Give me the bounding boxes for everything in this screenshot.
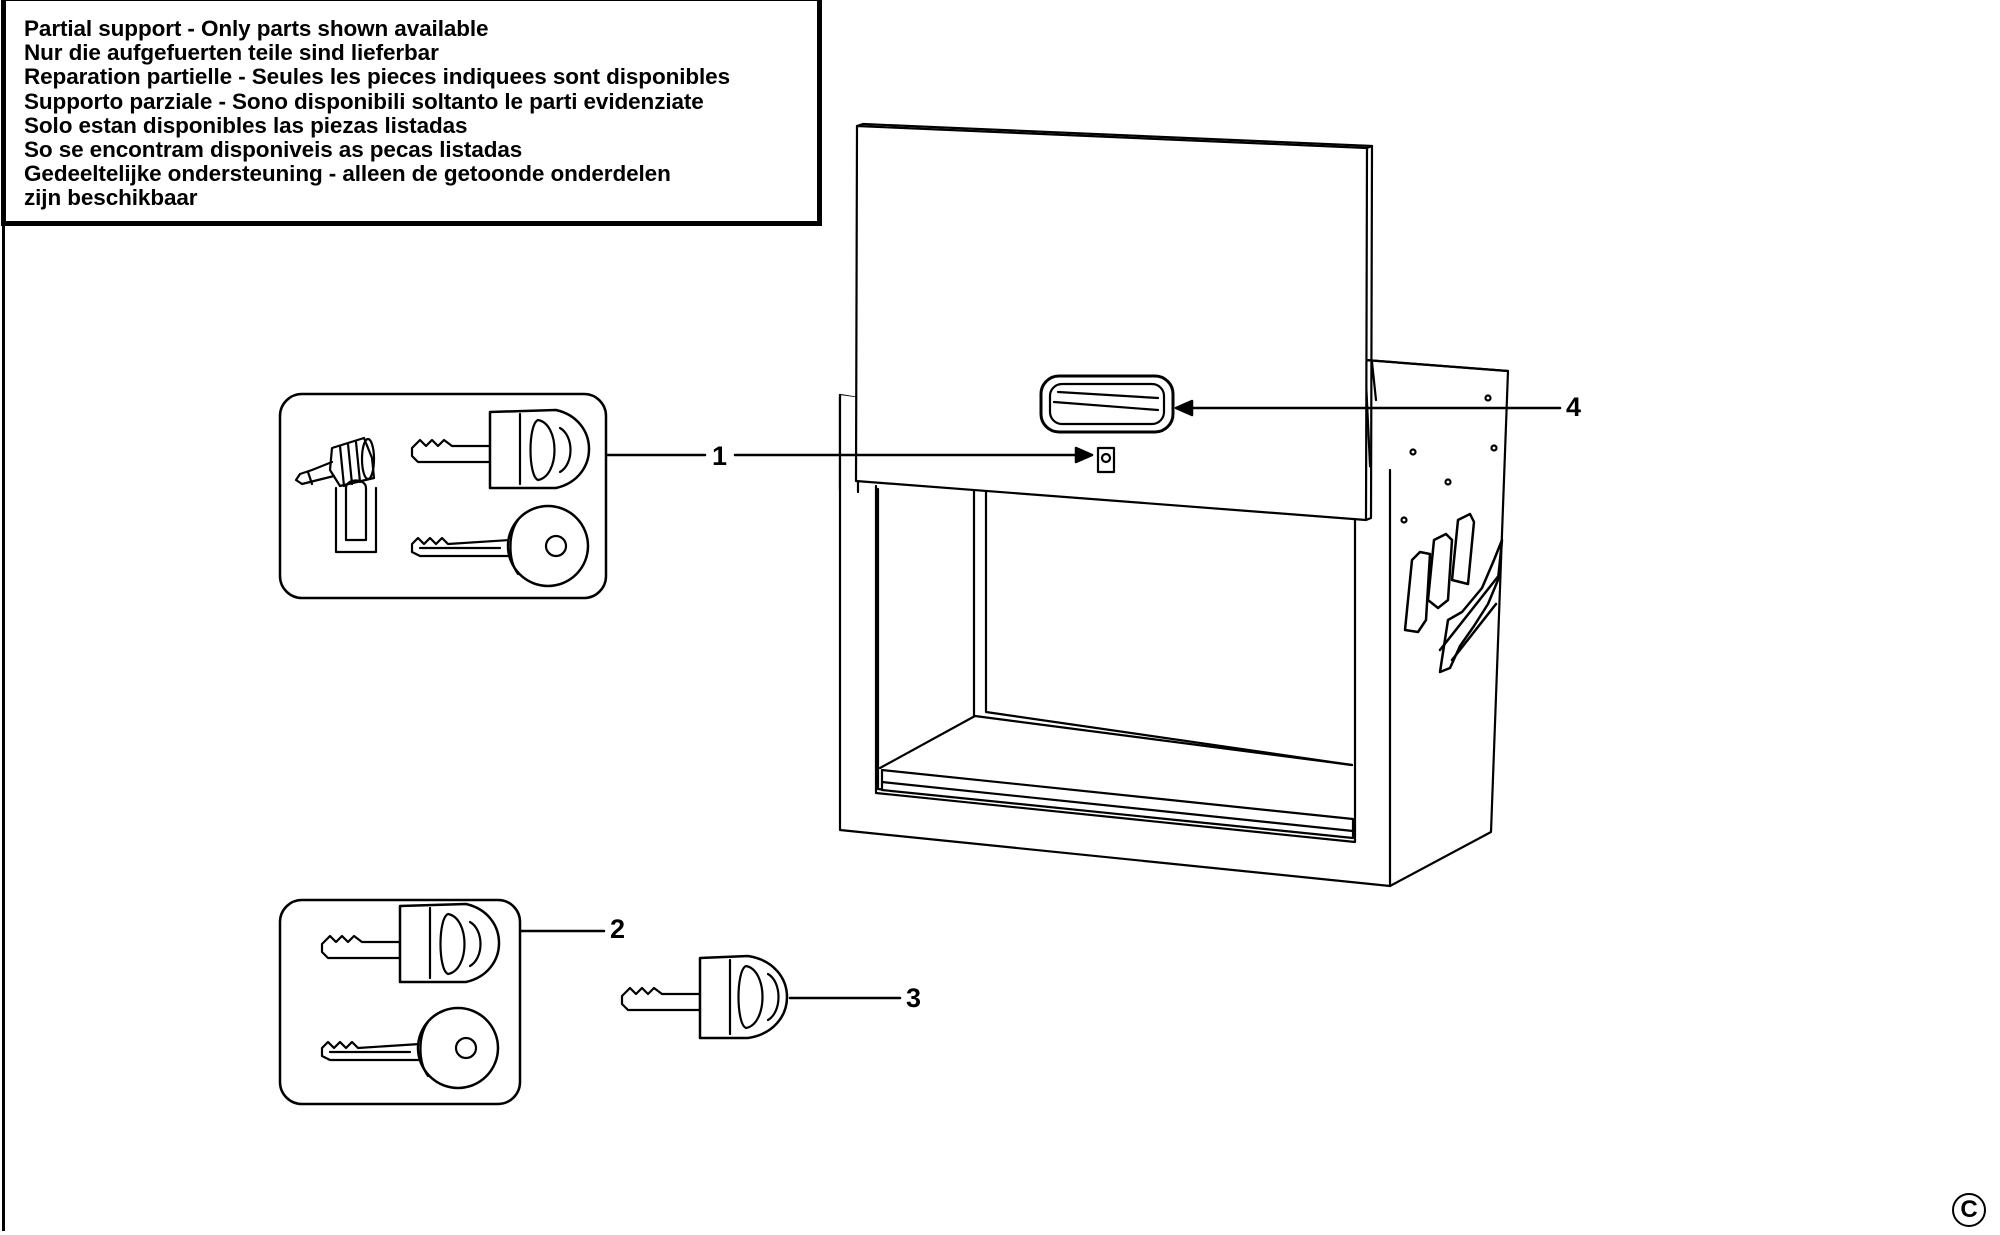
key-oval-icon	[410, 408, 591, 490]
tool-cabinet-icon	[838, 358, 1510, 888]
leader-lines	[518, 399, 1562, 1000]
notice-line-fr: Reparation partielle - Seules les pieces…	[24, 64, 731, 90]
part-group-2	[278, 898, 522, 1106]
callout-4: 4	[1566, 392, 1581, 422]
notice-line-it: Supporto parziale - Sono disponibili sol…	[24, 88, 704, 114]
notice-line-nl: Gedeeltelijke ondersteuning - alleen de …	[24, 161, 671, 187]
drawer-front	[854, 122, 1374, 522]
drawer-lock	[1096, 446, 1116, 474]
drawer-handle	[1039, 374, 1175, 434]
notice-line-nl-cont: zijn beschikbaar	[24, 185, 198, 211]
part-group-1	[278, 392, 608, 600]
partial-support-notice: Partial support - Only parts shown avail…	[1, 0, 822, 226]
callout-3: 3	[906, 983, 921, 1013]
key-oval-icon	[620, 954, 789, 1040]
notice-line-pt: So se encontram disponiveis as pecas lis…	[24, 137, 523, 163]
key-round-icon	[320, 1006, 500, 1090]
copyright-icon: C	[1952, 1193, 1986, 1227]
notice-line-de: Nur die aufgefuerten teile sind lieferba…	[24, 40, 439, 66]
notice-line-es: Solo estan disponibles las piezas listad…	[24, 112, 468, 138]
notice-line-en: Partial support - Only parts shown avail…	[24, 16, 489, 41]
key-oval-icon	[320, 902, 501, 984]
callout-1: 1	[712, 441, 727, 471]
key-round-icon	[410, 504, 590, 588]
lock-cylinder-icon	[294, 436, 376, 488]
callout-2: 2	[610, 914, 625, 944]
retaining-clip-icon	[334, 479, 378, 554]
callout-numbers: 1 2 3 4	[610, 392, 1581, 1013]
